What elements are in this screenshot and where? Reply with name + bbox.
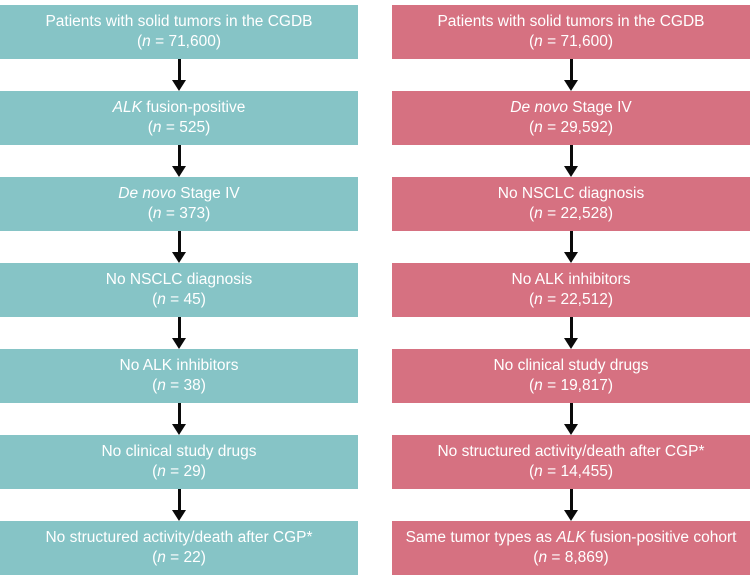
box-title: No clinical study drugs bbox=[101, 443, 257, 460]
flow-box: Patients with solid tumors in the CGDB (… bbox=[0, 5, 358, 59]
arrow-line bbox=[177, 317, 181, 338]
flow-box: No structured activity/death after CGP* … bbox=[392, 435, 750, 489]
box-title: De novo Stage IV bbox=[118, 185, 240, 202]
box-count: (n = 71,600) bbox=[136, 33, 222, 50]
flow-box: De novo Stage IV (n = 29,592) bbox=[392, 91, 750, 145]
down-arrow bbox=[392, 489, 750, 521]
arrow-line bbox=[177, 59, 181, 80]
arrow-head-icon bbox=[564, 252, 578, 263]
arrow-head-icon bbox=[172, 252, 186, 263]
arrow-line bbox=[177, 231, 181, 252]
box-title: No NSCLC diagnosis bbox=[105, 271, 253, 288]
arrow-head-icon bbox=[564, 166, 578, 177]
box-count: (n = 22,512) bbox=[528, 291, 614, 308]
down-arrow bbox=[392, 145, 750, 177]
arrow-line bbox=[177, 145, 181, 166]
box-title: Patients with solid tumors in the CGDB bbox=[45, 13, 313, 30]
arrow-line bbox=[569, 231, 573, 252]
box-title: ALK fusion-positive bbox=[112, 99, 246, 116]
flow-box: No structured activity/death after CGP* … bbox=[0, 521, 358, 575]
down-arrow bbox=[0, 489, 358, 521]
arrow-line bbox=[569, 489, 573, 510]
flow-box: No NSCLC diagnosis (n = 45) bbox=[0, 263, 358, 317]
flow-box: No NSCLC diagnosis (n = 22,528) bbox=[392, 177, 750, 231]
down-arrow bbox=[392, 59, 750, 91]
box-count: (n = 29,592) bbox=[528, 119, 614, 136]
arrow-head-icon bbox=[564, 424, 578, 435]
flow-box: No clinical study drugs (n = 19,817) bbox=[392, 349, 750, 403]
box-count: (n = 29) bbox=[152, 463, 206, 480]
arrow-head-icon bbox=[172, 510, 186, 521]
box-count: (n = 19,817) bbox=[528, 377, 614, 394]
flow-column-alk-cohort: Patients with solid tumors in the CGDB (… bbox=[0, 0, 358, 575]
flow-box: ALK fusion-positive (n = 525) bbox=[0, 91, 358, 145]
arrow-head-icon bbox=[564, 80, 578, 91]
down-arrow bbox=[392, 317, 750, 349]
box-title: De novo Stage IV bbox=[510, 99, 632, 116]
box-title: Patients with solid tumors in the CGDB bbox=[437, 13, 705, 30]
arrow-line bbox=[177, 489, 181, 510]
box-title: No ALK inhibitors bbox=[119, 357, 239, 374]
box-title: No structured activity/death after CGP* bbox=[437, 443, 705, 460]
down-arrow bbox=[392, 403, 750, 435]
box-title: No ALK inhibitors bbox=[511, 271, 631, 288]
box-title: No structured activity/death after CGP* bbox=[45, 529, 313, 546]
box-count: (n = 22,528) bbox=[528, 205, 614, 222]
down-arrow bbox=[0, 403, 358, 435]
box-count: (n = 71,600) bbox=[528, 33, 614, 50]
arrow-head-icon bbox=[564, 510, 578, 521]
flow-box: No clinical study drugs (n = 29) bbox=[0, 435, 358, 489]
flow-column-comparator-cohort: Patients with solid tumors in the CGDB (… bbox=[392, 0, 750, 575]
box-count: (n = 45) bbox=[152, 291, 206, 308]
flow-box: No ALK inhibitors (n = 38) bbox=[0, 349, 358, 403]
down-arrow bbox=[0, 145, 358, 177]
arrow-line bbox=[177, 403, 181, 424]
down-arrow bbox=[0, 231, 358, 263]
box-count: (n = 22) bbox=[152, 549, 206, 566]
arrow-line bbox=[569, 59, 573, 80]
box-title: Same tumor types as ALK fusion-positive … bbox=[405, 529, 737, 546]
flow-box: No ALK inhibitors (n = 22,512) bbox=[392, 263, 750, 317]
box-title: No clinical study drugs bbox=[493, 357, 649, 374]
flow-box: De novo Stage IV (n = 373) bbox=[0, 177, 358, 231]
arrow-head-icon bbox=[172, 338, 186, 349]
box-count: (n = 373) bbox=[147, 205, 211, 222]
down-arrow bbox=[0, 317, 358, 349]
arrow-line bbox=[569, 145, 573, 166]
box-count: (n = 525) bbox=[147, 119, 211, 136]
box-title: No NSCLC diagnosis bbox=[497, 185, 645, 202]
flow-box: Same tumor types as ALK fusion-positive … bbox=[392, 521, 750, 575]
box-count: (n = 14,455) bbox=[528, 463, 614, 480]
arrow-head-icon bbox=[564, 338, 578, 349]
arrow-line bbox=[569, 403, 573, 424]
down-arrow bbox=[0, 59, 358, 91]
arrow-line bbox=[569, 317, 573, 338]
arrow-head-icon bbox=[172, 424, 186, 435]
down-arrow bbox=[392, 231, 750, 263]
box-count: (n = 38) bbox=[152, 377, 206, 394]
arrow-head-icon bbox=[172, 166, 186, 177]
box-count: (n = 8,869) bbox=[533, 549, 609, 566]
flow-box: Patients with solid tumors in the CGDB (… bbox=[392, 5, 750, 59]
arrow-head-icon bbox=[172, 80, 186, 91]
